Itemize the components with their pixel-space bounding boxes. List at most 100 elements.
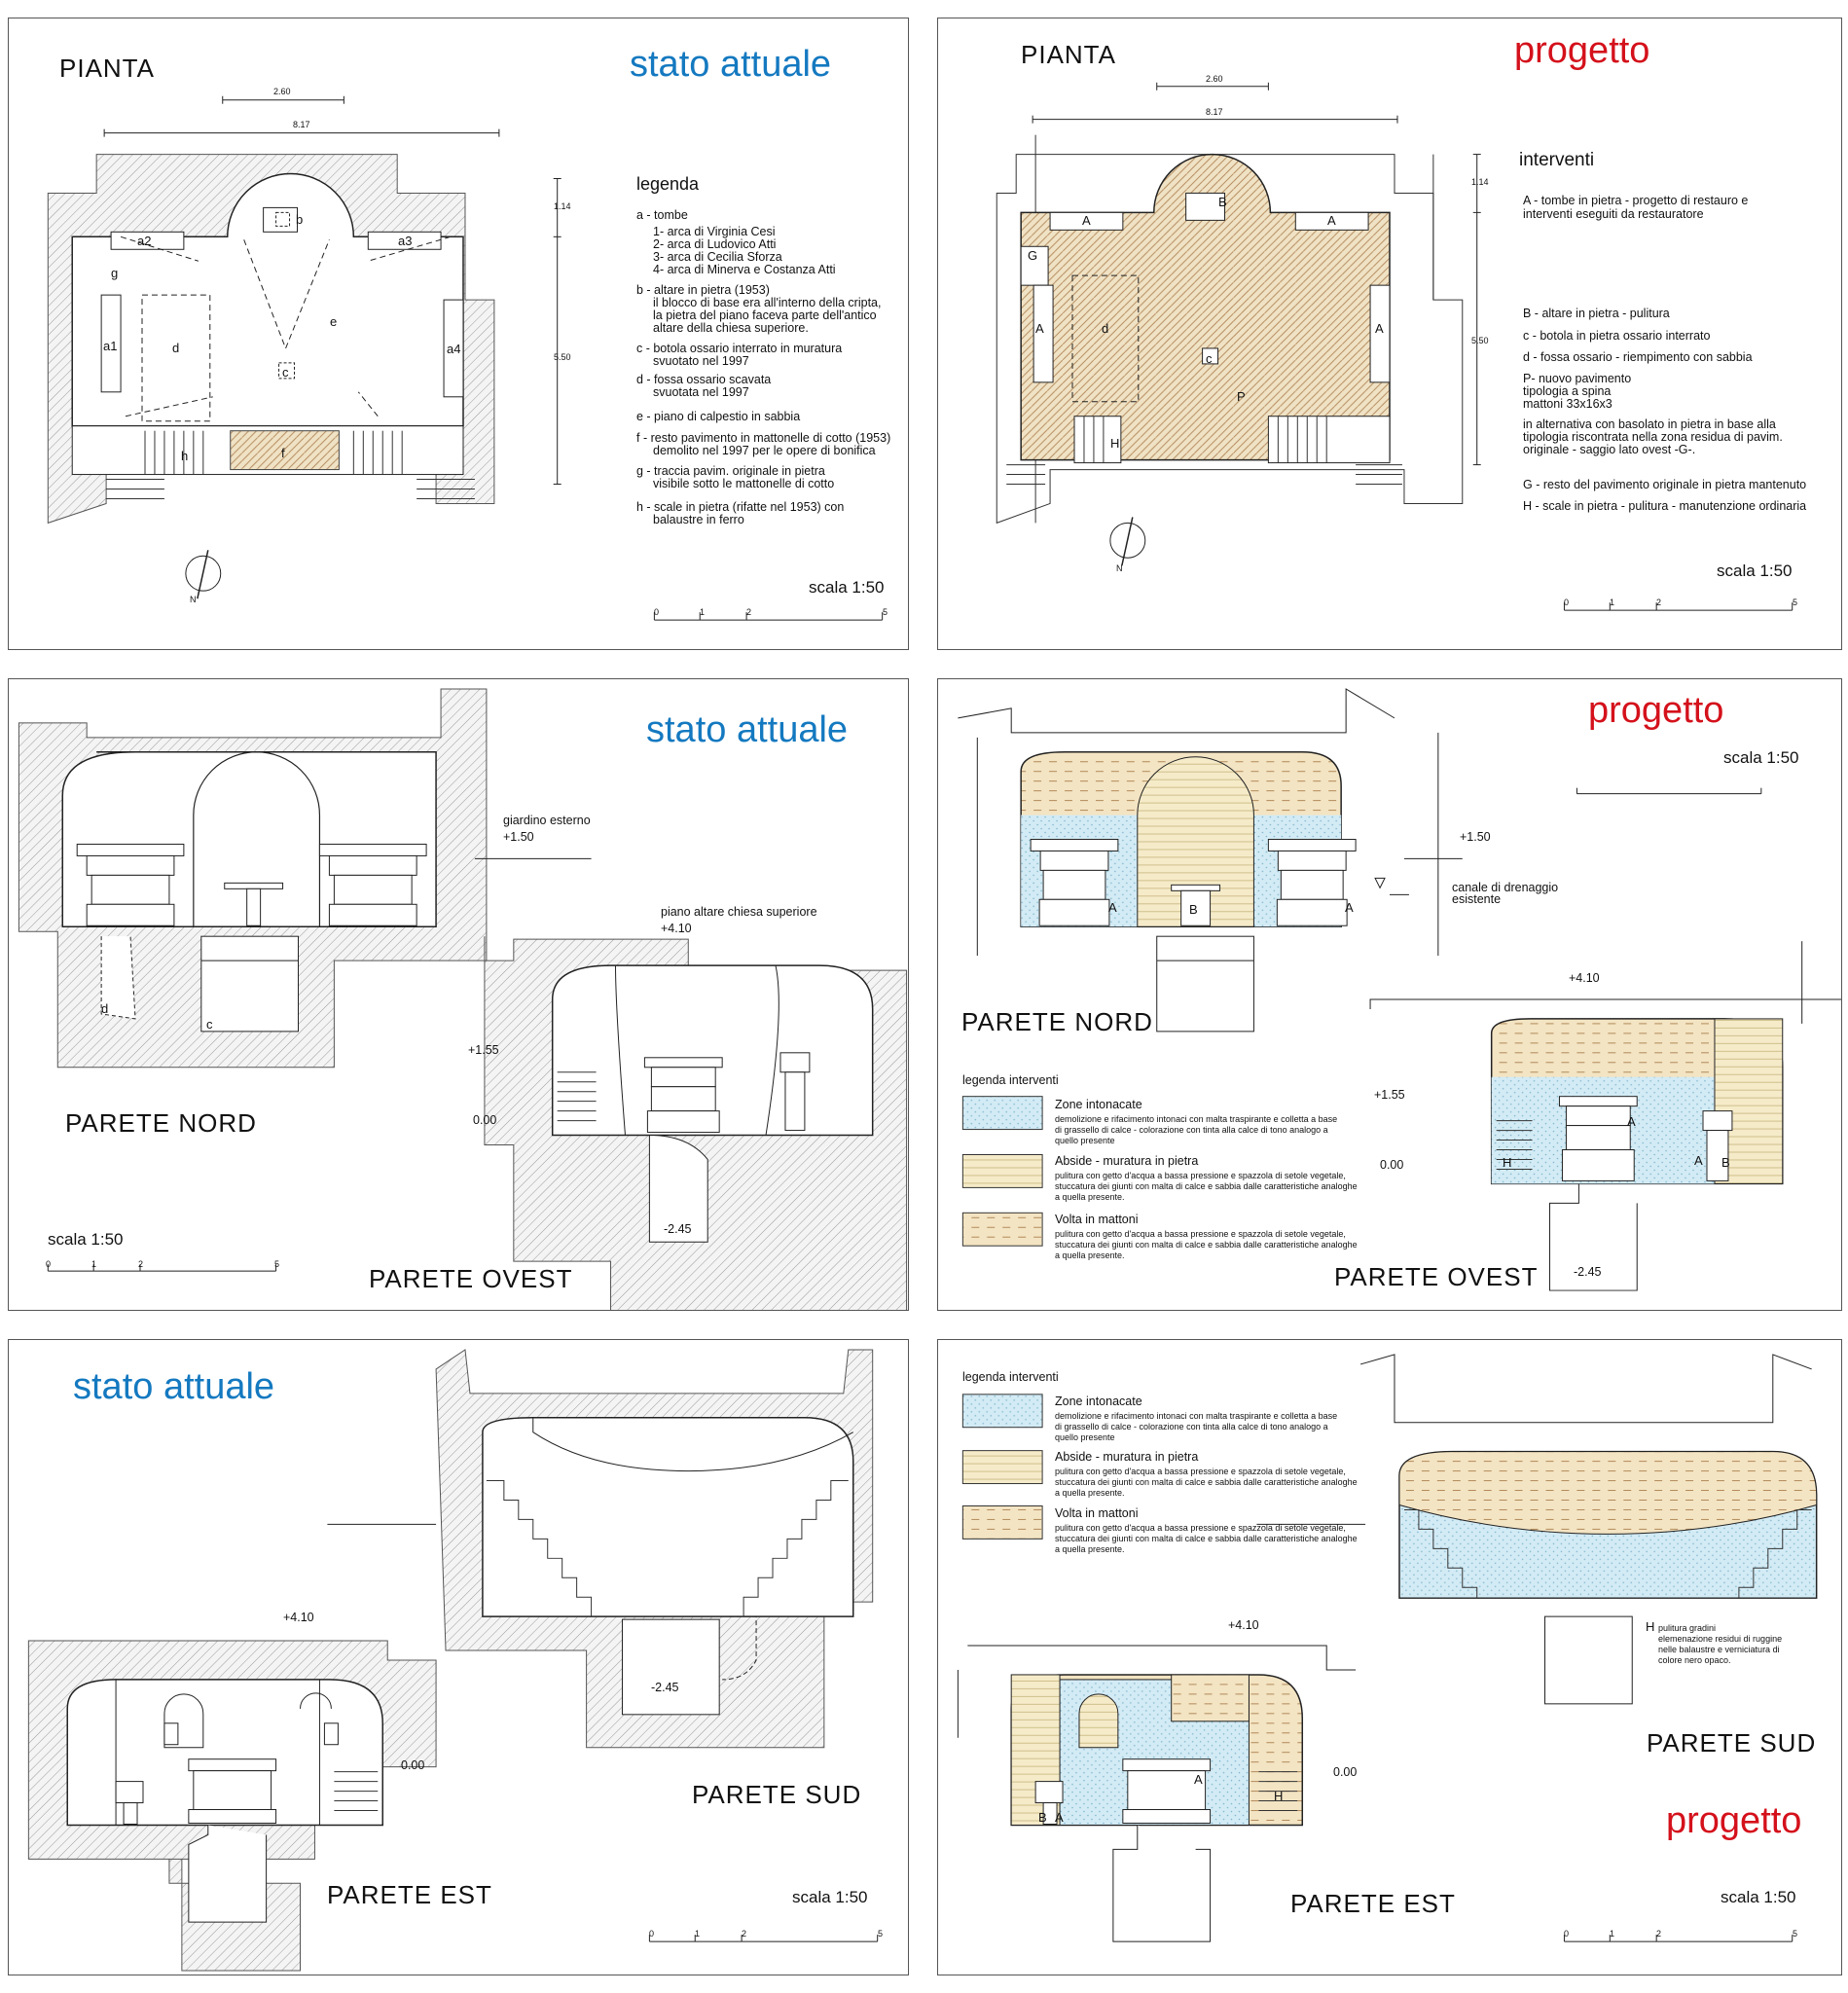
legend-desc: pulitura con getto d'acqua a bassa press…	[1055, 1171, 1346, 1180]
interventi-item: B - altare in pietra - pulitura	[1523, 307, 1670, 320]
room-A: A	[1327, 213, 1336, 228]
label-d: d	[101, 1001, 109, 1016]
scale-tick: 1	[700, 607, 706, 617]
scale-tick: 0	[1564, 1929, 1570, 1939]
giardino-level: +1.50	[503, 830, 534, 844]
level-000: 0.00	[401, 1758, 425, 1772]
legend-name: Volta in mattoni	[1055, 1213, 1139, 1226]
section-sud-est-project-drawing	[957, 1354, 1818, 1942]
legend-desc: demolizione e rifacimento intonaci con m…	[1055, 1114, 1338, 1124]
legend-desc: di grassello di calce - colorazione con …	[1055, 1125, 1328, 1135]
level-000: 0.00	[473, 1113, 497, 1127]
room-d: d	[1102, 321, 1109, 336]
label-H: H	[1274, 1789, 1284, 1803]
giardino-label: giardino esterno	[503, 814, 591, 827]
h-note: nelle balaustre e verniciatura di	[1658, 1645, 1780, 1654]
scale-tick: 2	[1656, 598, 1662, 607]
legend-item: balaustre in ferro	[653, 513, 744, 526]
legend-name: Volta in mattoni	[1055, 1506, 1139, 1520]
interventi-item: G - resto del pavimento originale in pie…	[1523, 478, 1807, 491]
room-a3: a3	[398, 234, 413, 248]
level-410: +4.10	[1569, 971, 1600, 985]
scale-tick: 5	[883, 607, 888, 617]
legend-name: Abside - muratura in pietra	[1055, 1450, 1199, 1464]
level-155: +1.55	[468, 1043, 499, 1057]
parete-est-title: PARETE EST	[327, 1880, 492, 1909]
level-245: -2.45	[664, 1222, 692, 1236]
room-f: f	[281, 446, 285, 460]
legend-name: Zone intonacate	[1055, 1395, 1142, 1408]
room-c: c	[1206, 351, 1213, 366]
label-B: B	[1721, 1155, 1730, 1170]
panel-sections-sud-est-current: stato attuale +4.10 -2.45 0.00 PARETE SU…	[8, 1339, 909, 1975]
scale-label: scala 1:50	[1717, 562, 1793, 580]
north-label: N	[190, 595, 197, 604]
legend-desc: stuccatura dei giunti con malta di calce…	[1055, 1240, 1358, 1250]
altare-label: piano altare chiesa superiore	[661, 905, 817, 919]
label-A: A	[1108, 900, 1117, 915]
room-g: g	[111, 266, 119, 280]
legend-item: svuotato nel 1997	[653, 354, 749, 368]
legend-desc: di grassello di calce - colorazione con …	[1055, 1422, 1328, 1431]
legend-item: il blocco di base era all'interno della …	[653, 296, 882, 309]
label-A: A	[1627, 1114, 1636, 1129]
level-000: 0.00	[1380, 1158, 1404, 1172]
dim-114: 1.14	[554, 201, 571, 211]
scale-label: scala 1:50	[48, 1230, 124, 1249]
section-nord-ovest-drawing	[18, 688, 908, 1310]
interventi-item: tipologia a spina	[1523, 384, 1612, 398]
legend-item: altare della chiesa superiore.	[653, 321, 809, 335]
legend-item: 4- arca di Minerva e Costanza Atti	[653, 263, 836, 276]
interventi-item: d - fossa ossario - riempimento con sabb…	[1523, 350, 1753, 364]
state-heading: progetto	[1588, 690, 1724, 731]
h-note: elemenazione residui di ruggine	[1658, 1634, 1783, 1644]
state-heading: progetto	[1514, 30, 1650, 71]
room-b: b	[296, 212, 304, 227]
legend-desc: a quella presente.	[1055, 1544, 1125, 1554]
dim-550: 5.50	[1471, 336, 1489, 345]
room-c: c	[282, 365, 289, 380]
scale-tick: 5	[1793, 1929, 1798, 1939]
legend-title: legenda	[636, 174, 700, 194]
parete-est-title: PARETE EST	[1290, 1889, 1456, 1918]
plan-current-drawing	[47, 95, 884, 621]
legend-desc: stuccatura dei giunti con malta di calce…	[1055, 1534, 1358, 1543]
legend-item: visibile sotto le mattonelle di cotto	[653, 477, 835, 490]
pianta-title: PIANTA	[1021, 40, 1116, 69]
label-A: A	[1055, 1810, 1064, 1825]
legend-item: 3- arca di Cecilia Sforza	[653, 250, 782, 264]
level-245: -2.45	[1574, 1265, 1602, 1279]
room-a4: a4	[447, 342, 461, 356]
level-150: +1.50	[1460, 830, 1491, 844]
scale-label: scala 1:50	[1723, 748, 1799, 767]
legend-name: Zone intonacate	[1055, 1098, 1142, 1111]
scale-tick: 2	[138, 1259, 144, 1269]
legend-desc: a quella presente.	[1055, 1250, 1125, 1260]
legend-item: h - scale in pietra (rifatte nel 1953) c…	[636, 500, 845, 514]
legend-item: a - tombe	[636, 208, 688, 222]
canale-label: esistente	[1452, 892, 1502, 906]
interventi-item: interventi eseguiti da restauratore	[1523, 207, 1704, 221]
scale-tick: 2	[746, 607, 752, 617]
scale-tick: 0	[46, 1259, 52, 1269]
level-245: -2.45	[651, 1681, 679, 1694]
scale-tick: 1	[1610, 1929, 1615, 1939]
legend-desc: pulitura con getto d'acqua a bassa press…	[1055, 1467, 1346, 1476]
room-e: e	[330, 314, 338, 329]
interventi-item: P- nuovo pavimento	[1523, 372, 1632, 385]
scale-tick: 0	[1564, 598, 1570, 607]
scale-tick: 2	[1656, 1929, 1662, 1939]
legend-desc: pulitura con getto d'acqua a bassa press…	[1055, 1523, 1346, 1533]
room-G: G	[1028, 248, 1038, 263]
label-B: B	[1189, 902, 1198, 917]
label-c: c	[206, 1017, 213, 1032]
scale-tick: 0	[654, 607, 660, 617]
state-heading: progetto	[1666, 1800, 1802, 1841]
section-sud-est-drawing	[27, 1349, 879, 1972]
label-H: H	[1646, 1619, 1655, 1634]
plan-project-drawing	[996, 82, 1794, 611]
legend-item: g - traccia pavim. originale in pietra	[636, 464, 825, 478]
h-note: pulitura gradini	[1658, 1623, 1717, 1633]
legend-item: b - altare in pietra (1953)	[636, 283, 770, 297]
section-nord-ovest-project-drawing	[958, 688, 1841, 1291]
